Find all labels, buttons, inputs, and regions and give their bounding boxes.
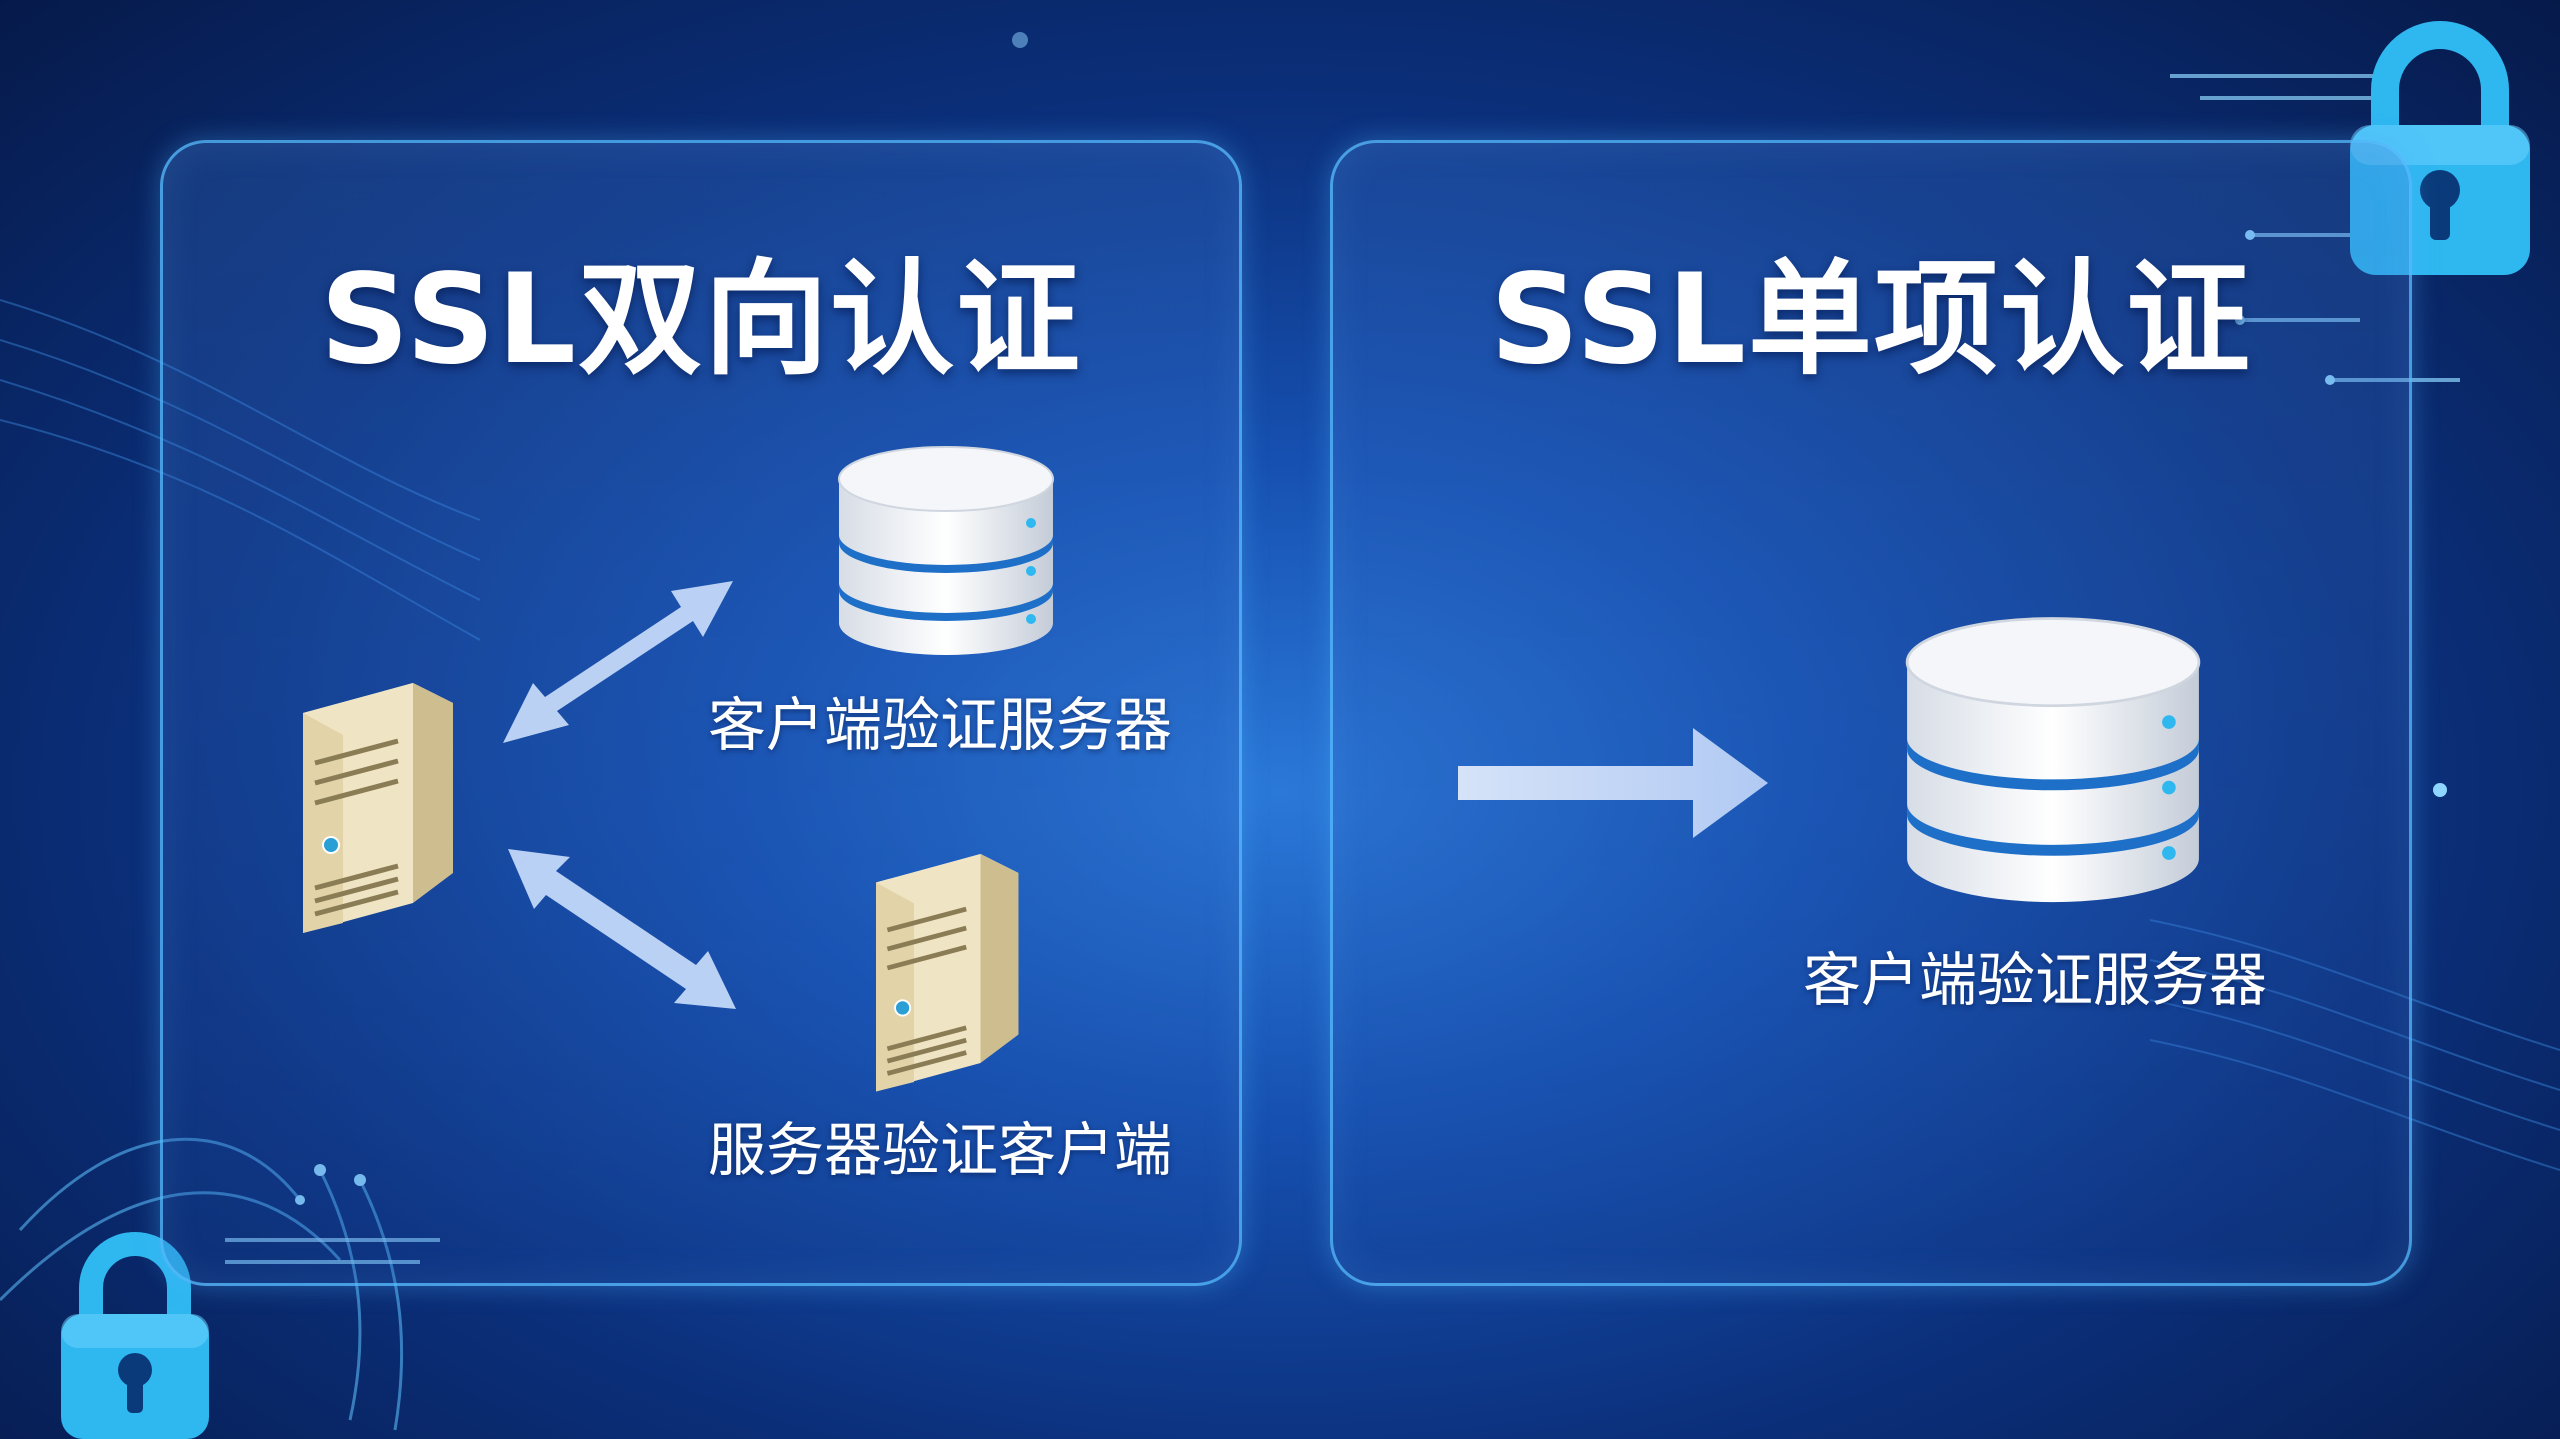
server-icon <box>876 854 1019 1092</box>
client-verifies-server-label: 客户端验证服务器 <box>1803 946 2268 1014</box>
database-icon <box>1905 617 2201 903</box>
server-icon <box>303 683 453 933</box>
database-icon <box>838 446 1054 655</box>
arrow-right-icon <box>1458 728 1768 838</box>
bidirectional-arrow-icon <box>508 849 736 1009</box>
mutual-auth-panel: SSL双向认证 <box>160 140 1242 1286</box>
bidirectional-arrow-icon <box>503 581 733 743</box>
one-way-auth-panel: SSL单项认证 <box>1330 140 2412 1286</box>
client-verifies-server-label: 客户端验证服务器 <box>708 691 1173 759</box>
panel-title: SSL双向认证 <box>319 248 1083 392</box>
server-verifies-client-label: 服务器验证客户端 <box>708 1116 1173 1184</box>
panel-title: SSL单项认证 <box>1489 248 2253 392</box>
